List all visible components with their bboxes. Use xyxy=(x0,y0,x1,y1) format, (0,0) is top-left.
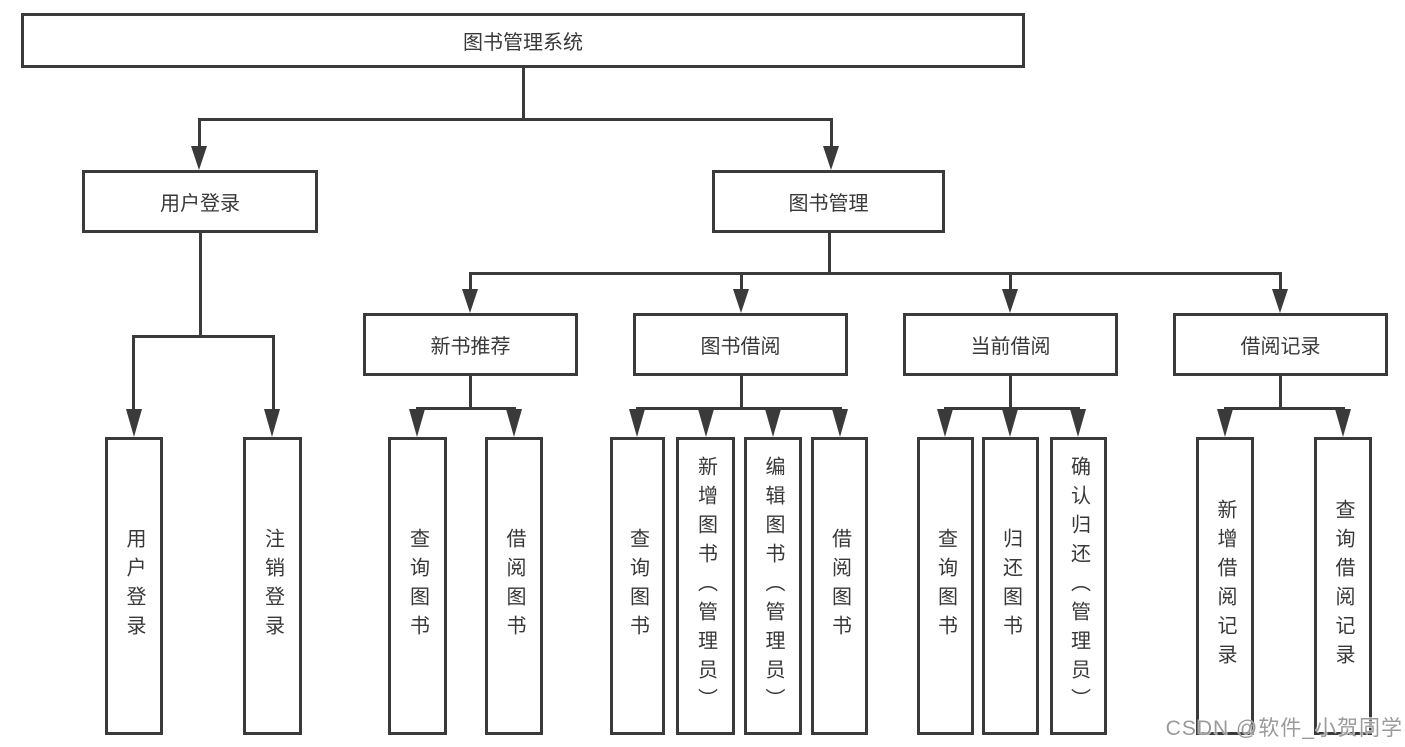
arrow-down-icon xyxy=(1217,409,1233,437)
leaf-query-books-current-label: 查询图书 xyxy=(934,528,957,644)
node-root-label: 图书管理系统 xyxy=(463,32,583,54)
node-current-borrow-label: 当前借阅 xyxy=(970,336,1051,358)
connector-vline xyxy=(830,118,833,150)
connector-vline xyxy=(740,376,743,409)
node-book-management-label: 图书管理 xyxy=(788,193,869,215)
arrow-down-icon xyxy=(264,409,280,437)
node-user-login-label: 用户登录 xyxy=(160,193,240,215)
node-borrow-records: 借阅记录 xyxy=(1173,313,1388,376)
leaf-borrow-books-label: 借阅图书 xyxy=(828,528,851,644)
arrow-down-icon xyxy=(1335,409,1351,437)
arrow-down-icon xyxy=(1070,409,1086,437)
leaf-query-books-current: 查询图书 xyxy=(917,437,974,735)
leaf-query-books-borrow-label: 查询图书 xyxy=(626,528,649,644)
node-root: 图书管理系统 xyxy=(21,13,1025,68)
leaf-add-borrow-record-label: 新增借阅记录 xyxy=(1214,499,1236,673)
leaf-return-books-label: 归还图书 xyxy=(999,528,1022,644)
leaf-query-borrow-record: 查询借阅记录 xyxy=(1314,437,1372,735)
leaf-add-books-admin-label: 新增图书（管理员） xyxy=(694,455,717,717)
connector-vline xyxy=(828,233,831,275)
leaf-borrow-books: 借阅图书 xyxy=(811,437,868,735)
node-new-book-recommend-label: 新书推荐 xyxy=(430,336,511,358)
arrow-down-icon xyxy=(462,289,478,313)
connector-vline xyxy=(1009,376,1012,409)
arrow-down-icon xyxy=(698,409,714,437)
arrow-down-icon xyxy=(937,409,953,437)
leaf-borrow-books-recommend-label: 借阅图书 xyxy=(503,528,525,644)
connector-vline xyxy=(272,335,275,415)
arrow-down-icon xyxy=(1272,289,1288,313)
node-book-borrow: 图书借阅 xyxy=(633,313,848,376)
leaf-edit-books-admin: 编辑图书（管理员） xyxy=(744,437,802,735)
connector-hline xyxy=(132,335,275,338)
connector-vline xyxy=(469,376,472,409)
watermark: CSDN @软件_小贺同学 xyxy=(1165,717,1403,740)
connector-vline xyxy=(1279,376,1282,409)
leaf-query-books-recommend: 查询图书 xyxy=(388,437,447,735)
connector-hline xyxy=(198,118,833,121)
leaf-query-books-recommend-label: 查询图书 xyxy=(406,528,429,644)
leaf-confirm-return-admin: 确认归还（管理员） xyxy=(1050,437,1107,735)
arrow-down-icon xyxy=(126,409,142,437)
arrow-down-icon xyxy=(506,409,522,437)
arrow-down-icon xyxy=(1002,409,1018,437)
node-borrow-records-label: 借阅记录 xyxy=(1240,336,1321,358)
node-book-borrow-label: 图书借阅 xyxy=(700,336,781,358)
connector-vline xyxy=(740,272,743,294)
arrow-down-icon xyxy=(629,409,645,437)
leaf-confirm-return-admin-label: 确认归还（管理员） xyxy=(1067,455,1090,717)
leaf-borrow-books-recommend: 借阅图书 xyxy=(485,437,543,735)
leaf-logout-login: 注销登录 xyxy=(243,437,302,735)
connector-vline xyxy=(199,233,202,338)
leaf-add-borrow-record: 新增借阅记录 xyxy=(1196,437,1254,735)
arrow-down-icon xyxy=(733,289,749,313)
connector-hline xyxy=(944,407,1080,410)
leaf-query-borrow-record-label: 查询借阅记录 xyxy=(1332,499,1354,673)
arrow-down-icon xyxy=(1002,289,1018,313)
node-book-management: 图书管理 xyxy=(712,170,945,233)
leaf-user-login-label: 用户登录 xyxy=(123,528,145,644)
arrow-down-icon xyxy=(765,409,781,437)
leaf-edit-books-admin-label: 编辑图书（管理员） xyxy=(762,455,784,717)
leaf-query-books-borrow: 查询图书 xyxy=(610,437,665,735)
connector-hline xyxy=(469,272,1282,275)
leaf-return-books: 归还图书 xyxy=(982,437,1039,735)
connector-vline xyxy=(1009,272,1012,294)
arrow-down-icon xyxy=(832,409,848,437)
arrow-down-icon xyxy=(191,146,207,170)
arrow-down-icon xyxy=(409,409,425,437)
connector-vline xyxy=(469,272,472,294)
connector-vline xyxy=(1279,272,1282,294)
connector-hline xyxy=(416,407,516,410)
arrow-down-icon xyxy=(823,146,839,170)
connector-hline xyxy=(1224,407,1345,410)
node-current-borrow: 当前借阅 xyxy=(903,313,1118,376)
leaf-user-login: 用户登录 xyxy=(105,437,163,735)
connector-vline xyxy=(198,118,201,150)
leaf-add-books-admin: 新增图书（管理员） xyxy=(676,437,735,735)
connector-hline xyxy=(636,407,842,410)
leaf-logout-login-label: 注销登录 xyxy=(261,528,284,644)
connector-vline xyxy=(522,68,525,121)
node-new-book-recommend: 新书推荐 xyxy=(363,313,578,376)
node-user-login: 用户登录 xyxy=(82,170,318,233)
connector-vline xyxy=(132,335,135,415)
